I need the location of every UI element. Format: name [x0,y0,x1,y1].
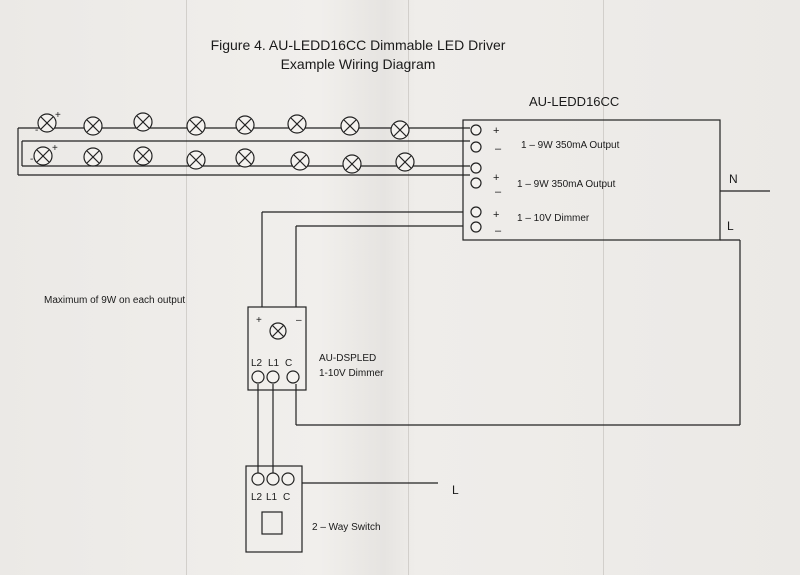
switch-live-label: L [452,483,459,497]
led-lamp-icon [342,154,362,174]
live-label: L [727,219,734,233]
led-lamp-icon [37,113,57,133]
led-minus-mark: - [30,154,33,165]
fold-line [603,0,604,575]
dimmer-output-label: 1 – 10V Dimmer [517,213,590,224]
fold-line [408,0,409,575]
led-minus-mark: - [35,125,38,136]
figure-title: Figure 4. AU-LEDD16CC Dimmable LED Drive… [210,37,506,53]
led-lamp-icon [395,152,415,172]
output-1-label: 1 – 9W 350mA Output [521,140,620,151]
max-load-note: Maximum of 9W on each output [44,295,185,306]
switch-name: 2 – Way Switch [312,522,381,533]
dimmer-name: AU-DSPLED [319,353,376,364]
led-plus-mark: + [55,110,61,121]
led-lamp-icon [133,146,153,166]
terminal-minus: – [495,186,502,198]
figure-subtitle: Example Wiring Diagram [280,56,436,72]
switch-terminal-c: C [283,492,290,503]
led-lamp-icon [235,115,255,135]
dimmer-plus: + [256,315,262,326]
terminal-plus: + [493,125,499,137]
neutral-label: N [729,172,738,186]
dimmer-type: 1-10V Dimmer [319,368,384,379]
dimmer-terminal-l1: L1 [268,358,280,369]
led-lamp-icon [83,116,103,136]
led-string-1 [37,112,410,140]
terminal-minus: – [495,225,502,237]
dimmer-minus: – [296,315,302,326]
led-plus-mark: + [52,143,58,154]
led-lamp-icon [186,150,206,170]
led-lamp-icon [133,112,153,132]
terminal-minus: – [495,143,502,155]
dimmer-terminal-l2: L2 [251,358,263,369]
led-lamp-icon [340,116,360,136]
led-lamp-icon [235,148,255,168]
led-lamp-icon [287,114,307,134]
dimmer-terminal-c: C [285,358,292,369]
output-2-label: 1 – 9W 350mA Output [517,179,616,190]
led-lamp-icon [33,146,53,166]
led-lamp-icon [186,116,206,136]
terminal-plus: + [493,172,499,184]
switch-terminal-l1: L1 [266,492,278,503]
switch-terminal-l2: L2 [251,492,263,503]
terminal-plus: + [493,209,499,221]
led-string-2 [33,146,415,174]
led-lamp-icon [290,151,310,171]
fold-line [186,0,187,575]
driver-name: AU-LEDD16CC [529,94,619,109]
led-lamp-icon [390,120,410,140]
led-lamp-icon [83,147,103,167]
